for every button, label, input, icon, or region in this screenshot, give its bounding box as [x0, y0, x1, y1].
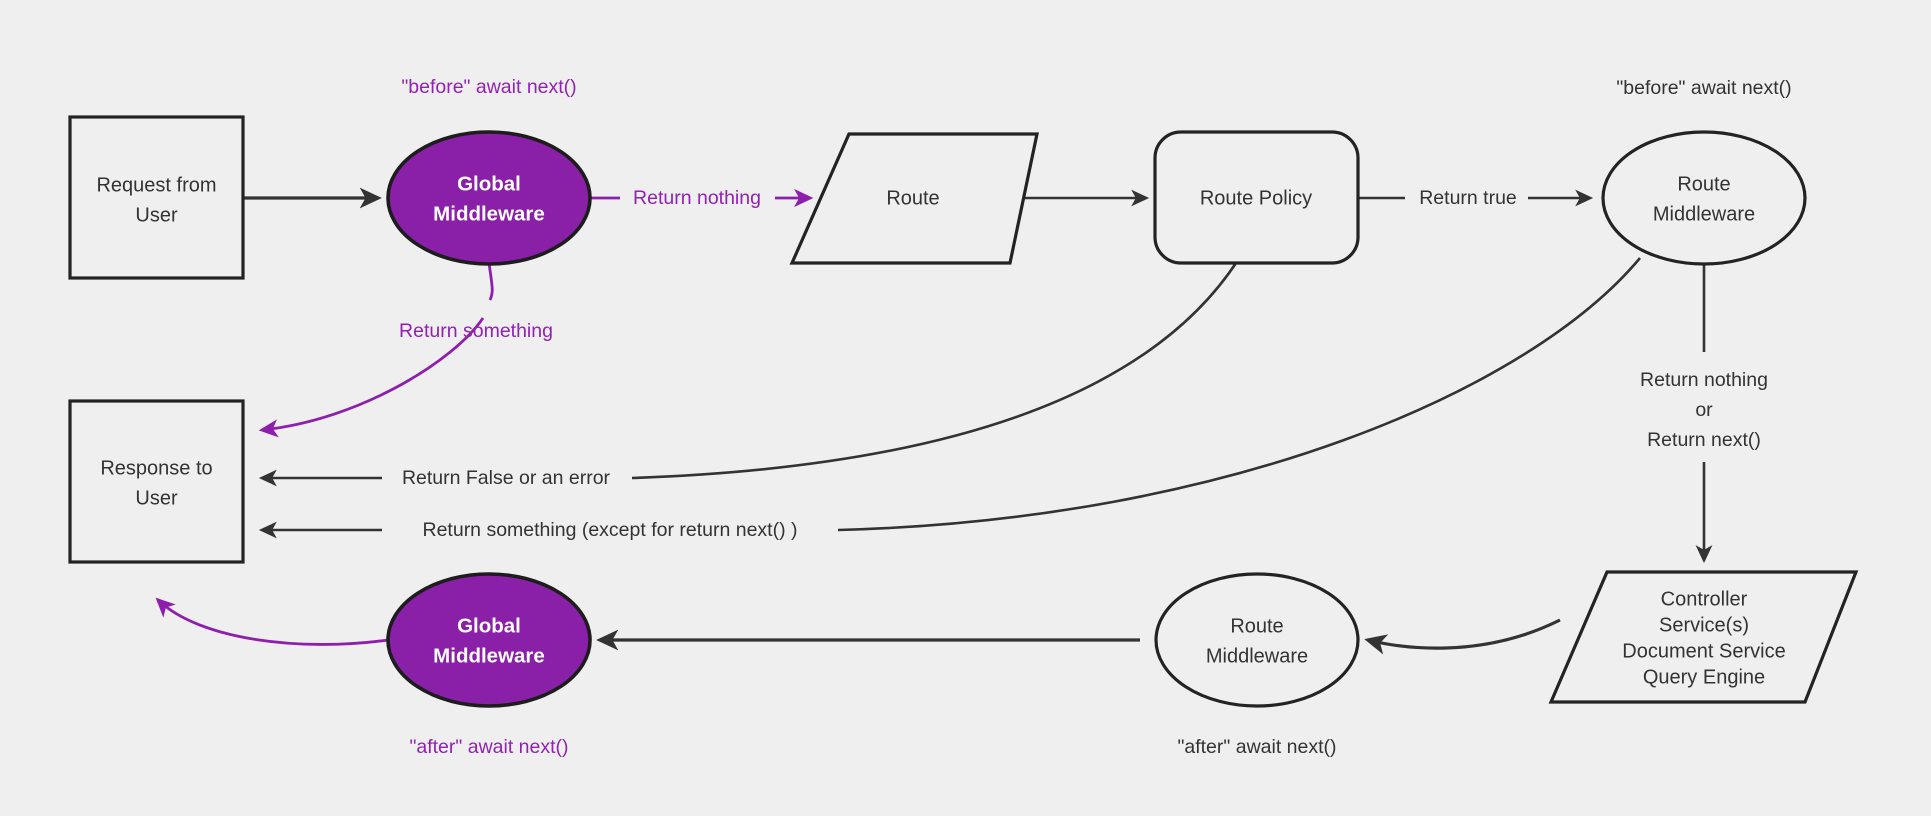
- edge-route-policy-to-response-false: Return False or an error: [258, 259, 1240, 489]
- request-from-user-label-line2: User: [135, 204, 178, 226]
- global-middleware-before-label-line1: Global: [457, 172, 521, 195]
- request-from-user-label-line1: Request from: [96, 174, 216, 196]
- response-to-user-box[interactable]: [68, 399, 245, 564]
- annotation-before-route-middleware: "before" await next(): [1616, 77, 1791, 99]
- edge-controller-to-route-middleware-after: [1364, 618, 1561, 655]
- edge-global-middleware-to-response: Return something: [258, 262, 553, 438]
- route-middleware-before-ellipse[interactable]: [1601, 130, 1807, 266]
- edge-global-middleware-to-route: Return nothing: [590, 187, 814, 209]
- edge-label-return-something-except-next: Return something (except for return next…: [423, 519, 798, 541]
- node-controller-services[interactable]: Controller Service(s) Document Service Q…: [1548, 570, 1859, 704]
- node-route-policy[interactable]: Route Policy: [1153, 130, 1360, 265]
- route-parallelogram[interactable]: [789, 132, 1039, 265]
- global-middleware-after-label-line1: Global: [457, 614, 521, 637]
- annotation-before-global-middleware: "before" await next(): [401, 76, 576, 98]
- response-to-user-label-line2: User: [135, 487, 178, 509]
- controller-label-line2: Service(s): [1659, 614, 1749, 636]
- controller-services-parallelogram[interactable]: [1548, 570, 1859, 704]
- node-global-middleware-before[interactable]: Global Middleware: [386, 130, 592, 266]
- edge-label-return-nothing: Return nothing: [633, 187, 761, 209]
- global-middleware-before-label-line2: Middleware: [433, 202, 545, 225]
- route-middleware-before-label-line2: Middleware: [1653, 203, 1755, 225]
- edge-route-middleware-to-response-something: Return something (except for return next…: [258, 257, 1641, 541]
- route-policy-label: Route Policy: [1200, 187, 1312, 209]
- route-middleware-after-label-line1: Route: [1230, 615, 1283, 637]
- node-request-from-user[interactable]: Request from User: [68, 115, 245, 280]
- route-middleware-after-label-line2: Middleware: [1206, 645, 1308, 667]
- edge-label-return-something: Return something: [399, 320, 553, 342]
- route-middleware-before-label-line1: Route: [1677, 173, 1730, 195]
- edge-route-policy-to-route-middleware: Return true: [1358, 187, 1594, 209]
- edge-label-or-line: or: [1695, 399, 1713, 421]
- route-middleware-after-ellipse[interactable]: [1154, 572, 1360, 708]
- annotation-after-global-middleware: "after" await next(): [409, 736, 568, 758]
- global-middleware-before-ellipse[interactable]: [386, 130, 592, 266]
- controller-label-line3: Document Service: [1622, 640, 1785, 662]
- edge-label-return-next-line: Return next(): [1647, 429, 1761, 451]
- global-middleware-after-ellipse[interactable]: [386, 572, 592, 708]
- response-to-user-label-line1: Response to: [100, 457, 212, 479]
- edge-label-return-nothing-line: Return nothing: [1640, 369, 1768, 391]
- edge-route-middleware-to-controller: Return nothing or Return next(): [1640, 265, 1768, 564]
- edge-global-middleware-after-to-response: [155, 597, 389, 646]
- edge-label-return-false-or-error: Return False or an error: [402, 467, 611, 489]
- controller-label-line4: Query Engine: [1643, 666, 1765, 688]
- node-global-middleware-after[interactable]: Global Middleware: [386, 572, 592, 708]
- controller-label-line1: Controller: [1661, 588, 1748, 610]
- node-response-to-user[interactable]: Response to User: [68, 399, 245, 564]
- request-from-user-box[interactable]: [68, 115, 245, 280]
- node-route-middleware-after[interactable]: Route Middleware: [1154, 572, 1360, 708]
- node-route-middleware-before[interactable]: Route Middleware: [1601, 130, 1807, 266]
- route-policy-box[interactable]: [1153, 130, 1360, 265]
- node-route[interactable]: Route: [789, 132, 1039, 265]
- route-label: Route: [886, 187, 939, 209]
- global-middleware-after-label-line2: Middleware: [433, 644, 545, 667]
- annotation-after-route-middleware: "after" await next(): [1177, 736, 1336, 758]
- edge-label-return-true: Return true: [1419, 187, 1517, 209]
